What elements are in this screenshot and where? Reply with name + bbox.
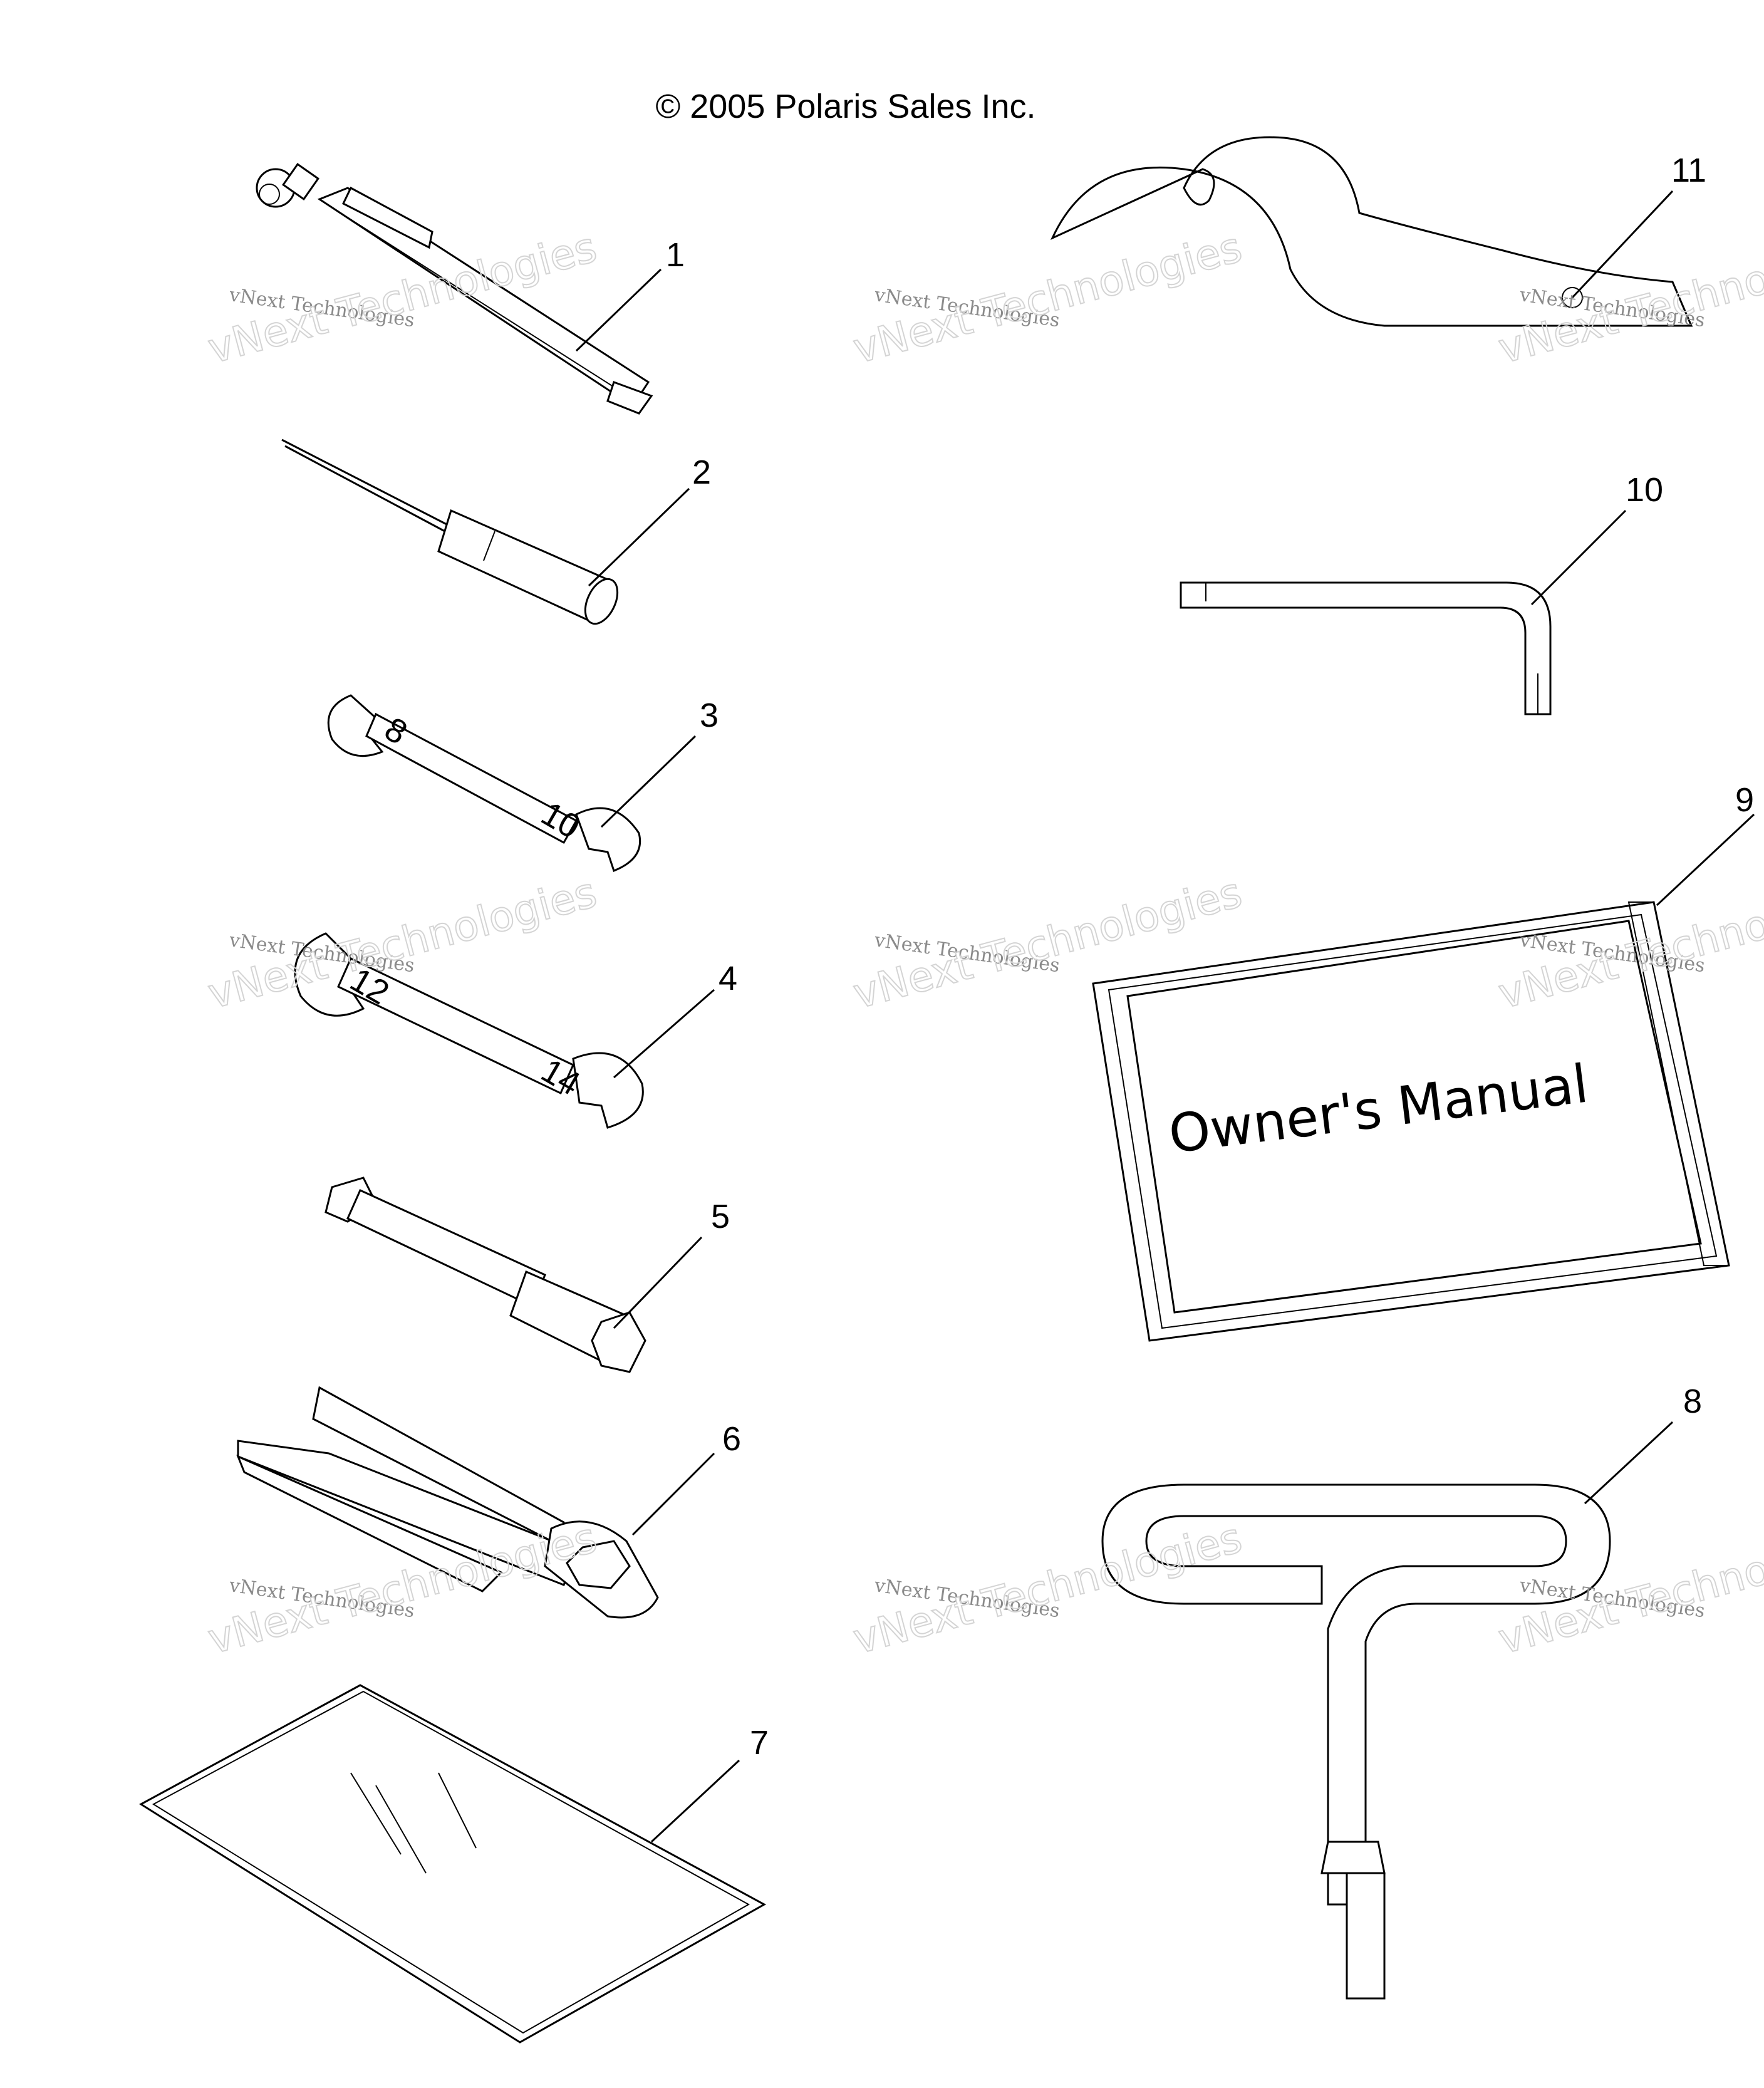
- part-3-wrench-8-10: 8 10: [327, 694, 641, 872]
- leader-2: [588, 487, 690, 587]
- leader-9: [1656, 813, 1755, 906]
- part-2-screwdriver: [281, 439, 619, 625]
- callout-7: 7: [750, 1724, 769, 1762]
- callout-2: 2: [692, 454, 711, 491]
- part-11-spanner-wrench: [1050, 136, 1693, 327]
- leader-8: [1584, 1421, 1674, 1505]
- leader-7: [650, 1759, 740, 1843]
- callout-5: 5: [711, 1198, 730, 1235]
- callout-1: 1: [666, 236, 685, 274]
- part-4-wrench-12-14: 12 14: [294, 932, 644, 1129]
- copyright-text: © 2005 Polaris Sales Inc.: [655, 88, 1035, 125]
- callout-4: 4: [719, 960, 737, 997]
- leader-3: [600, 735, 697, 828]
- part-8-t-handle: [1101, 1483, 1611, 2000]
- part-10-hex-key: [1180, 581, 1552, 715]
- leader-11: [1571, 190, 1674, 299]
- callout-3: 3: [700, 697, 719, 734]
- part-6-plug-wrench: [236, 1386, 659, 1619]
- leader-6: [631, 1452, 715, 1536]
- part-5-socket-wrench: [324, 1176, 646, 1373]
- callout-8: 8: [1683, 1383, 1702, 1420]
- leader-1: [575, 268, 662, 352]
- part-9-owners-manual: Owner's Manual: [1092, 901, 1730, 1342]
- callout-6: 6: [722, 1420, 741, 1458]
- callout-9: 9: [1735, 781, 1754, 819]
- part-1-pressure-gauge: [256, 163, 653, 415]
- watermark-group: vNext Technologies vNext Technologies vN…: [202, 222, 1764, 1664]
- leader-5: [613, 1236, 703, 1329]
- callout-10: 10: [1626, 471, 1663, 509]
- callout-11: 11: [1671, 152, 1706, 189]
- part-7-plastic-bag: [139, 1684, 767, 2044]
- leader-10: [1530, 509, 1627, 606]
- leader-4: [613, 989, 715, 1079]
